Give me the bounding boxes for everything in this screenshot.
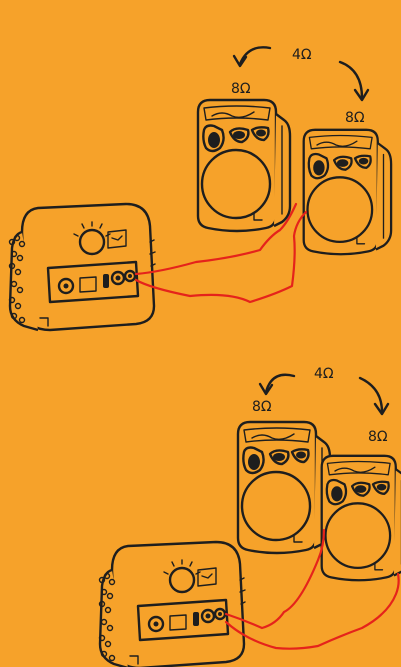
top-left-arrow (240, 47, 270, 64)
bottom-left-speaker (238, 422, 330, 553)
top-amplifier (10, 204, 156, 330)
top-total-impedance-label: 4Ω (292, 47, 312, 63)
bottom-right-speaker (322, 456, 401, 580)
top-right-arrow (340, 62, 362, 98)
bottom-amplifier (100, 542, 246, 667)
top-left-speaker (198, 100, 290, 231)
bottom-right-speaker-impedance-label: 8Ω (368, 429, 388, 445)
bottom-total-impedance-label: 4Ω (314, 366, 334, 382)
bottom-left-speaker-impedance-label: 8Ω (252, 399, 272, 415)
top-right-speaker (304, 130, 391, 254)
bottom-right-arrow (360, 378, 382, 412)
top-right-speaker-impedance-label: 8Ω (345, 110, 365, 126)
bottom-wiring-diagram: 4Ω 8Ω 8Ω (100, 366, 401, 667)
bottom-cable-to-right-speaker (226, 574, 399, 649)
top-left-speaker-impedance-label: 8Ω (231, 81, 251, 97)
top-wiring-diagram: 4Ω 8Ω 8Ω (10, 47, 392, 330)
